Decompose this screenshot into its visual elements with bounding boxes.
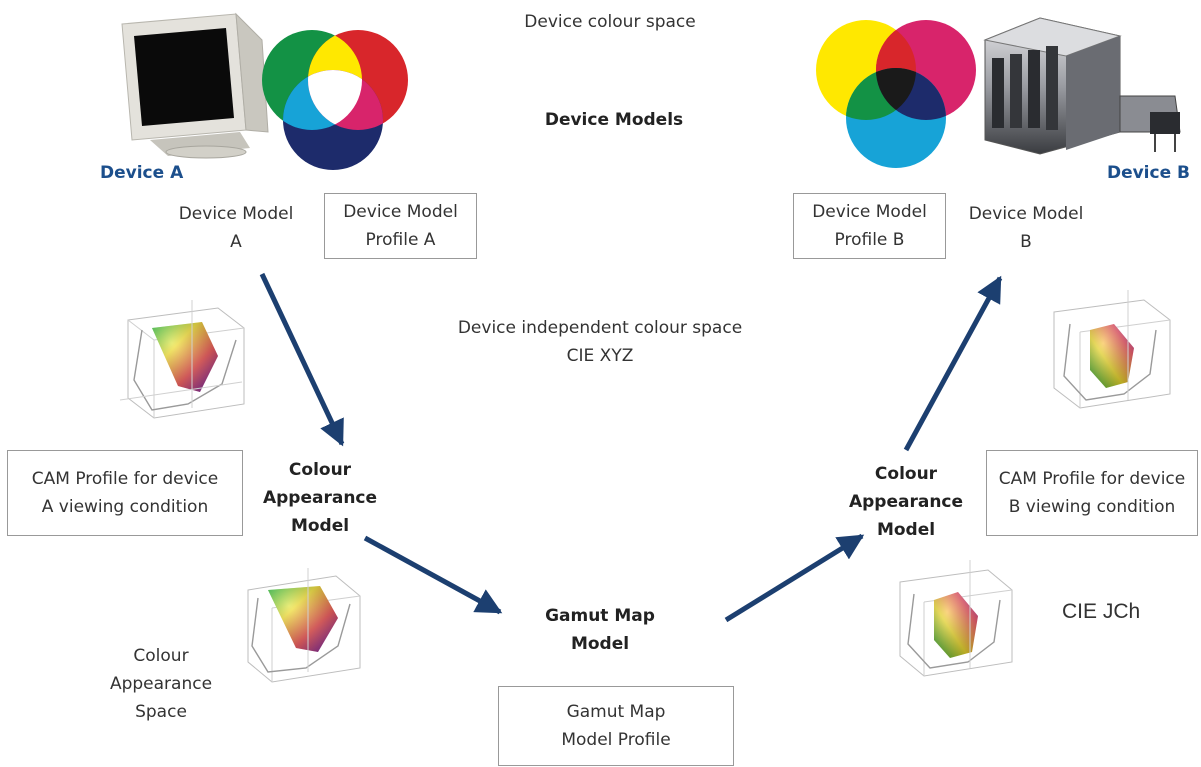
cmy-venn-icon — [816, 20, 976, 168]
gamut-map-model-label: Gamut Map Model — [545, 606, 655, 654]
arrow-gamut-map-to-cam — [724, 533, 865, 623]
device-model-b-label: Device Model B — [968, 204, 1084, 252]
device-model-a-label: Device Model A — [178, 204, 294, 252]
cam-profile-b-box: CAM Profile for device B viewing conditi… — [986, 450, 1198, 536]
device-independent-space-label: Device independent colour space CIE XYZ — [457, 318, 743, 366]
arrow-cam-to-device-model-b — [903, 275, 1003, 452]
cam-profile-a-box: CAM Profile for device A viewing conditi… — [7, 450, 243, 536]
gamut-3d-plot-icon — [899, 560, 1013, 677]
device-colour-space-label: Device colour space — [524, 12, 696, 32]
device-a-label: Device A — [100, 163, 184, 183]
gamut-3d-plot-icon — [119, 300, 245, 419]
cie-jch-label: CIE JCh — [1062, 600, 1141, 623]
device-models-label: Device Models — [544, 110, 684, 130]
device-model-profile-b-box: Device Model Profile B — [793, 193, 946, 259]
rgb-venn-icon — [262, 30, 408, 170]
device-model-profile-a-box: Device Model Profile A — [324, 193, 477, 259]
arrow-cam-to-gamut-map — [363, 535, 503, 615]
gamut-3d-plot-icon — [1053, 290, 1171, 409]
printing-press-icon — [983, 17, 1181, 155]
gamut-map-model-profile-box: Gamut Map Model Profile — [498, 686, 734, 766]
arrow-device-model-a-to-cam — [259, 272, 345, 447]
colour-appearance-model-left: Colour Appearance Model — [262, 460, 378, 536]
crt-monitor-icon — [121, 12, 269, 159]
device-b-label: Device B — [1106, 163, 1190, 183]
colour-appearance-model-right: Colour Appearance Model — [848, 464, 964, 540]
gamut-3d-plot-icon — [247, 568, 361, 683]
colour-appearance-space-label: Colour Appearance Space — [109, 646, 213, 722]
